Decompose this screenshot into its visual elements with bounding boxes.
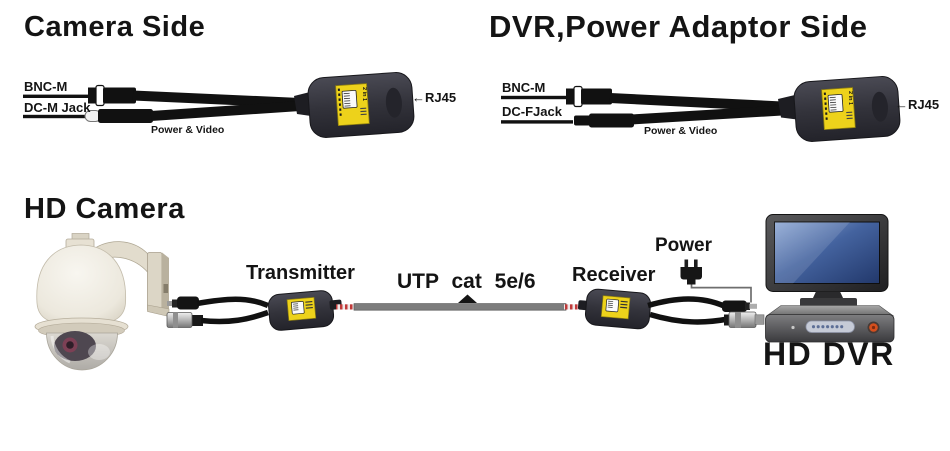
dc-male-jack-icon — [84, 109, 153, 123]
hd-camera-heading: HD Camera — [24, 193, 185, 225]
balun-2in1-label-left: 2 in 1 — [361, 87, 367, 102]
dc-leader-line — [23, 114, 86, 119]
monitor-icon — [765, 214, 889, 308]
power-cable — [150, 101, 301, 121]
balun-icon — [793, 76, 901, 142]
twisted-pair-wire — [336, 304, 355, 310]
power-cable — [630, 105, 783, 125]
dc-plug-icon — [167, 296, 199, 310]
bnc-connector-icon — [724, 311, 765, 328]
label-power-video-right: Power & Video — [644, 125, 718, 137]
cable-pointer-triangle — [458, 294, 477, 303]
transmitter-illustration — [166, 290, 355, 331]
monitor-screen — [774, 221, 880, 284]
bnc-leader-line — [23, 94, 89, 98]
receiver-illustration — [564, 259, 765, 330]
power-label: Power — [655, 235, 713, 256]
camera-housing — [36, 244, 126, 327]
bnc-connector-icon — [88, 84, 136, 107]
dvr-side-title: DVR,Power Adaptor Side — [489, 9, 868, 44]
camera-bracket-plate — [147, 252, 163, 312]
twisted-pair-wire — [564, 304, 585, 310]
power-adapter-icon — [680, 259, 702, 285]
hd-dvr-illustration — [765, 214, 895, 343]
balun-icon — [577, 288, 652, 330]
utp-cable — [353, 303, 567, 311]
hd-dvr-heading: HD DVR — [763, 336, 895, 372]
dome-camera-illustration — [34, 233, 170, 371]
balun-2in1-label-right: 2 in 1 — [847, 91, 853, 106]
utp-cable-label: UTP cat 5e/6 — [397, 270, 536, 293]
camera-side-illustration — [23, 72, 415, 138]
dc-leader-line — [501, 120, 573, 124]
dc-plug-icon — [722, 300, 757, 312]
label-bnc-m-right: BNC-M — [502, 80, 546, 95]
video-cable — [609, 93, 783, 112]
label-rj45-left: ←RJ45 — [412, 90, 457, 105]
dvr-button-pill — [805, 320, 855, 333]
bnc-connector-icon — [566, 85, 612, 108]
balun-icon — [307, 72, 415, 138]
camera-side-title: Camera Side — [24, 11, 206, 43]
transmitter-label: Transmitter — [246, 262, 355, 284]
dvr-side-illustration — [501, 76, 901, 142]
dc-female-jack-icon — [574, 113, 634, 128]
bnc-connector-icon — [166, 312, 203, 328]
receiver-label: Receiver — [572, 264, 656, 286]
video-cable — [132, 90, 301, 108]
label-power-video-left: Power & Video — [151, 124, 225, 136]
power-wire — [690, 284, 752, 303]
dvr-box-icon — [765, 305, 895, 343]
label-dc-m-jack: DC-M Jack — [24, 100, 91, 115]
label-dc-fjack: DC-FJack — [502, 104, 562, 119]
label-rj45-right: ←RJ45 — [895, 97, 940, 112]
balun-icon — [268, 290, 342, 331]
label-bnc-m-left: BNC-M — [24, 79, 68, 94]
bnc-leader-line — [501, 95, 571, 100]
